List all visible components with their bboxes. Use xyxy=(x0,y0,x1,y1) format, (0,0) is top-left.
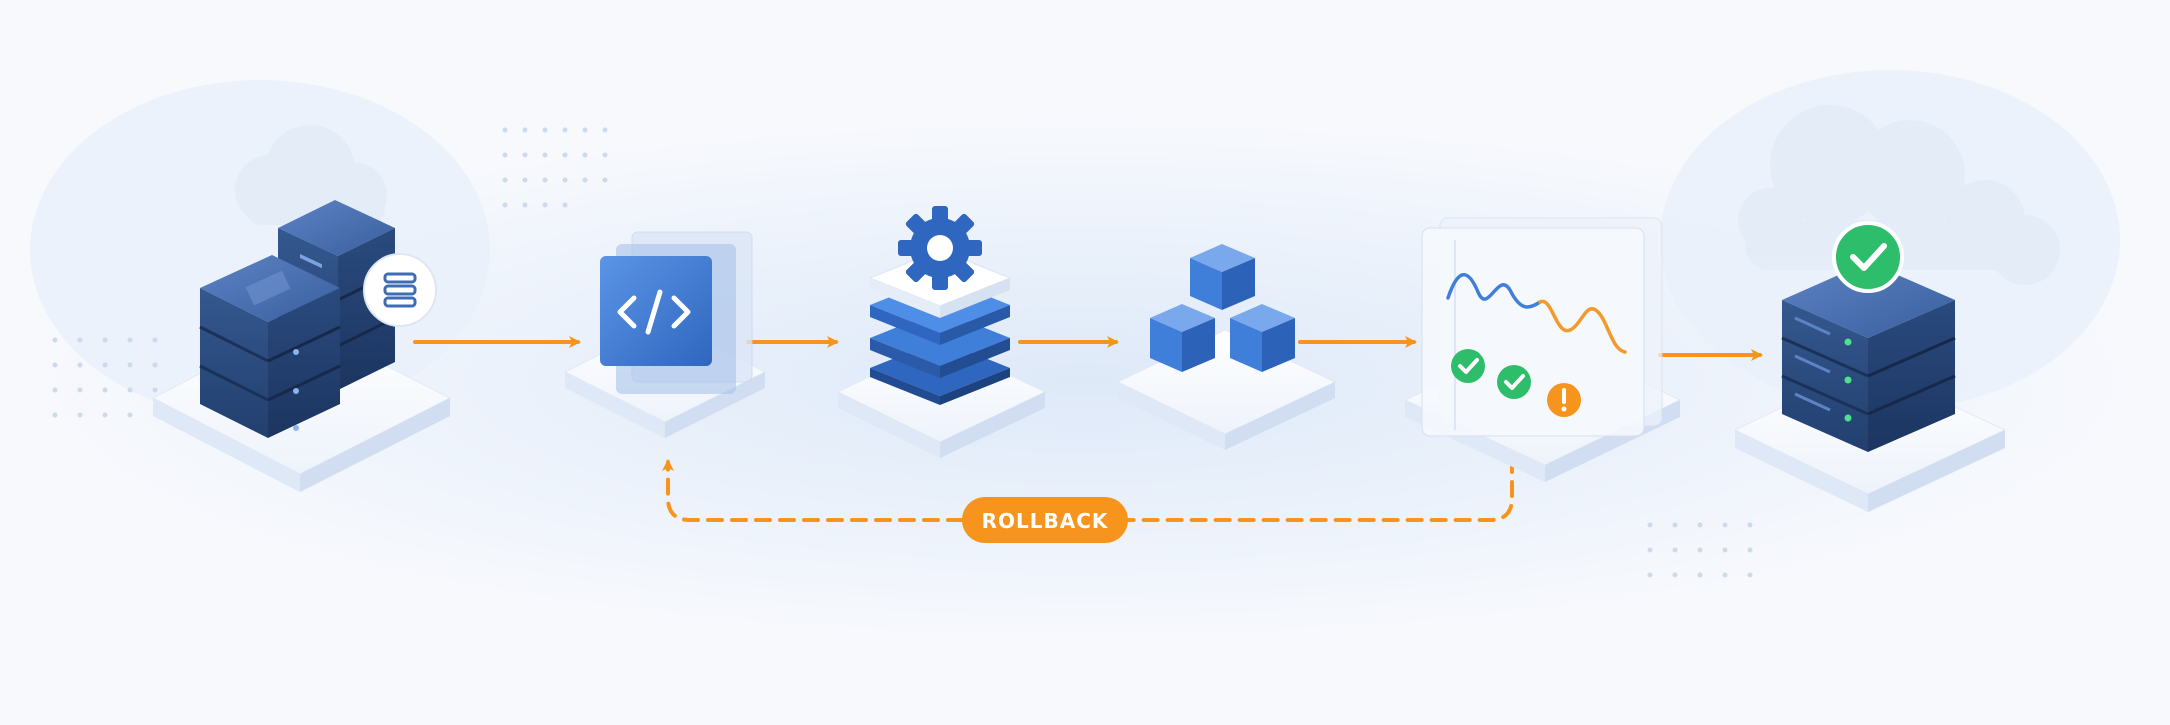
server-stack-front xyxy=(199,255,341,438)
dot-grid-decoration xyxy=(52,127,1753,578)
cube-icon xyxy=(1190,244,1255,310)
rollback-label: ROLLBACK xyxy=(982,509,1109,533)
database-icon xyxy=(363,253,437,327)
stage-production xyxy=(1733,221,2007,512)
code-icon xyxy=(617,289,691,335)
rollback-loop xyxy=(662,456,1514,522)
cube-icon xyxy=(1230,304,1295,372)
pipeline-arrows xyxy=(413,336,1763,361)
stage-code xyxy=(563,231,767,438)
stage-source xyxy=(151,200,452,492)
chart-icon xyxy=(1446,273,1627,354)
check-icon xyxy=(1451,349,1485,383)
success-check-icon xyxy=(1832,221,1904,293)
stage-monitor xyxy=(1403,217,1682,482)
rollback-badge: ROLLBACK xyxy=(962,497,1128,543)
stage-build xyxy=(836,206,1047,458)
check-icon xyxy=(1497,365,1531,399)
cube-icon xyxy=(1150,304,1215,372)
alert-icon xyxy=(1547,383,1581,417)
cloud-icon xyxy=(235,125,387,227)
server-stack-production xyxy=(1781,262,1956,452)
gear-icon xyxy=(898,206,982,290)
stage-package xyxy=(1116,244,1337,450)
